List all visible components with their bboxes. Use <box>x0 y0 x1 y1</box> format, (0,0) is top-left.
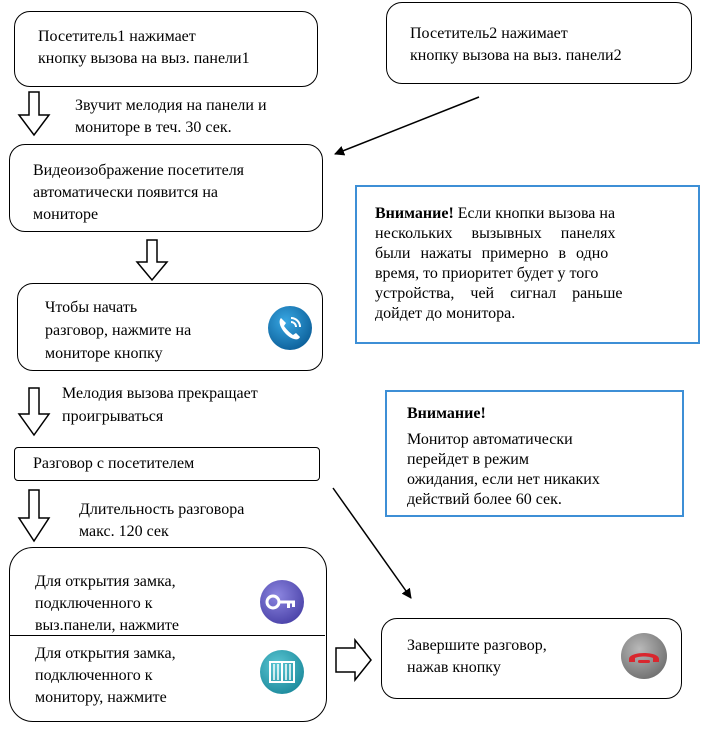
end-call-box: Завершите разговор, нажав кнопку <box>381 618 682 699</box>
hangup-icon <box>621 633 667 679</box>
end-call-line2: нажав кнопку <box>407 659 501 676</box>
lock-monitor-line2: подключенного к <box>35 667 153 684</box>
arrow-talk-to-end <box>332 487 412 599</box>
note2-line4: действий более 60 сек. <box>407 491 562 508</box>
attention-note-priority: Внимание! Если кнопки вызова на нескольк… <box>355 185 700 344</box>
lock-divider <box>10 635 325 636</box>
key-icon <box>260 580 304 624</box>
visitor2-line1: Посетитель2 нажимает <box>410 25 568 42</box>
note2-line2: перейдет в режим <box>407 451 529 468</box>
note1-line2: нескольких вызывных панелях <box>375 225 616 242</box>
note2-title: Внимание! <box>407 404 486 424</box>
open-lock-box: Для открытия замка, подключенного к выз.… <box>9 547 327 722</box>
right-arrow <box>335 637 372 683</box>
note1-line6: дойдет до монитора. <box>375 305 516 322</box>
note2-line3: ожидания, если нет никаких <box>407 471 600 488</box>
video-line1: Видеоизображение посетителя <box>33 162 245 179</box>
answer-line3: мониторе кнопку <box>45 345 163 362</box>
duration-line1: Длительность разговора <box>79 501 245 518</box>
down-arrow-4 <box>17 489 51 543</box>
note2-line1: Монитор автоматически <box>407 431 573 448</box>
note1-line1: Внимание! Если кнопки вызова на <box>375 204 685 224</box>
video-line2: автоматически появится на <box>33 184 219 201</box>
end-call-line1: Завершите разговор, <box>407 637 547 654</box>
note1-line3: были нажаты примерно в одно <box>375 245 609 262</box>
note1-text1: Если кнопки вызова на <box>453 205 616 222</box>
lock-monitor-line1: Для открытия замка, <box>35 645 176 662</box>
visitor2-box: Посетитель2 нажимает кнопку вызова на вы… <box>386 2 692 84</box>
conversation-box: Разговор с посетителем <box>14 447 320 481</box>
answer-box: Чтобы начать разговор, нажмите на монито… <box>17 283 323 371</box>
visitor1-line2: кнопку вызова на выз. панели1 <box>38 50 250 67</box>
lock-panel-line1: Для открытия замка, <box>35 573 176 590</box>
stop-melody-line2: проигрываться <box>62 408 164 425</box>
down-arrow-3 <box>17 387 51 437</box>
note2-title-text: Внимание! <box>407 405 486 422</box>
stop-melody-line1: Мелодия вызова прекращает <box>62 385 258 402</box>
video-line3: мониторе <box>33 206 99 223</box>
down-arrow-2 <box>135 239 169 282</box>
melody-caption-line2: мониторе в теч. 30 сек. <box>75 119 232 136</box>
video-box: Видеоизображение посетителя автоматическ… <box>9 144 323 232</box>
lock-panel-line2: подключенного к <box>35 595 153 612</box>
arrow-visitor2-to-video <box>334 96 480 156</box>
note1-line5: устройства, чей сигнал раньше <box>375 285 623 302</box>
duration-line2: макс. 120 сек <box>79 523 169 540</box>
lock-panel-line3: выз.панели, нажмите <box>35 617 179 634</box>
note1-bold: Внимание! <box>375 205 454 222</box>
down-arrow-1 <box>17 91 51 137</box>
melody-caption-line1: Звучит мелодия на панели и <box>75 97 267 114</box>
phone-answer-icon <box>268 306 312 350</box>
answer-line2: разговор, нажмите на <box>45 322 192 339</box>
gate-icon <box>260 650 304 694</box>
visitor1-box: Посетитель1 нажимает кнопку вызова на вы… <box>14 11 318 87</box>
attention-note-standby: Внимание! Монитор автоматически перейдет… <box>385 390 684 517</box>
conversation-label: Разговор с посетителем <box>33 455 195 472</box>
visitor1-line1: Посетитель1 нажимает <box>38 28 196 45</box>
note1-line4: время, то приоритет будет у того <box>375 265 599 282</box>
lock-monitor-line3: монитору, нажмите <box>35 689 167 706</box>
visitor2-line2: кнопку вызова на выз. панели2 <box>410 47 622 64</box>
answer-line1: Чтобы начать <box>45 299 138 316</box>
